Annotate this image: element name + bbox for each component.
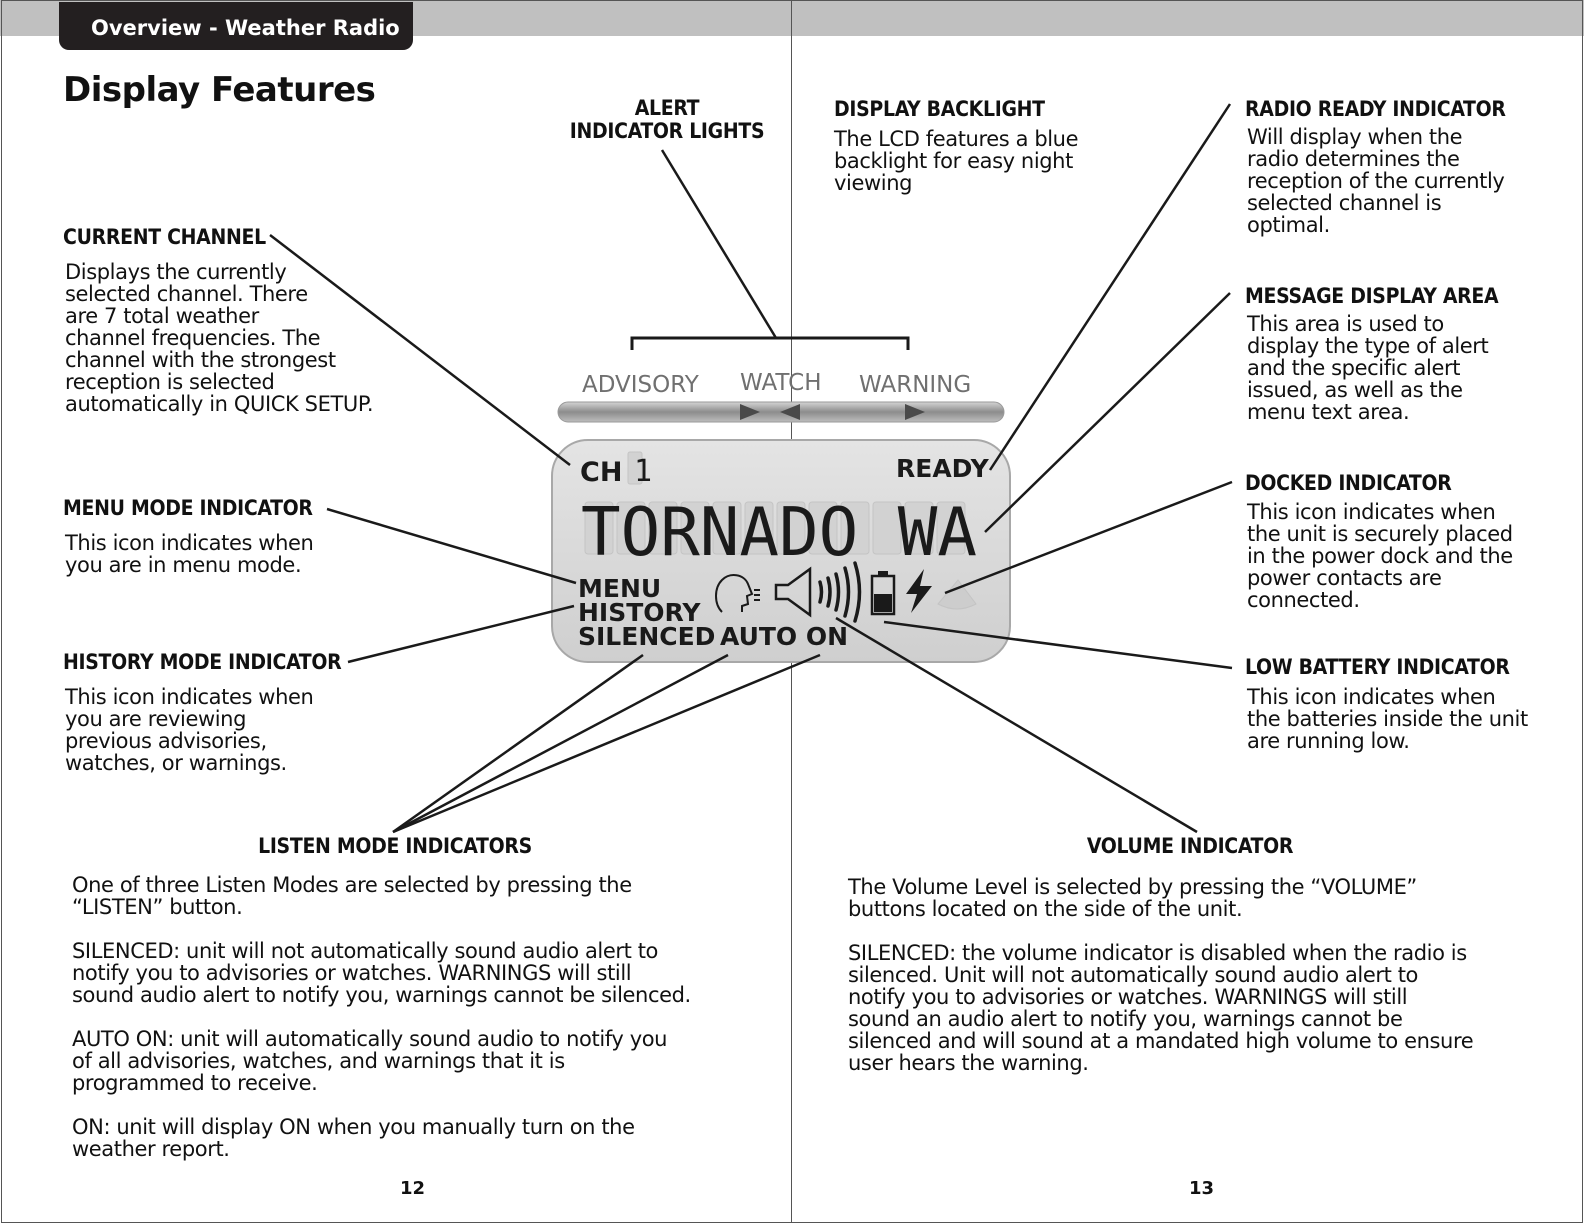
leader-lines — [269, 103, 1233, 834]
listen-mode-p3: AUTO ON: unit will automatically sound a… — [72, 1027, 668, 1095]
warning-label: WARNING — [859, 372, 971, 398]
alert-lights-bracket — [630, 336, 910, 350]
leader-radio-ready — [988, 103, 1232, 471]
low-battery-body: This icon indicates when the batteries i… — [1247, 685, 1528, 753]
leader-history-mode — [347, 604, 575, 664]
silenced-indicator: SILENCED — [578, 622, 715, 651]
history-mode-body: This icon indicates when you are reviewi… — [65, 685, 314, 775]
message-display-heading: MESSAGE DISPLAY AREA — [1245, 284, 1499, 308]
display-backlight-heading: DISPLAY BACKLIGHT — [834, 97, 1045, 121]
sound-waves-icon — [818, 561, 862, 623]
message-display-body: This area is used to display the type of… — [1247, 312, 1489, 424]
leader-message-display — [984, 292, 1231, 533]
page-title: Display Features — [63, 70, 376, 110]
docked-body: This icon indicates when the unit is sec… — [1247, 500, 1513, 612]
channel-label: CH — [580, 457, 622, 488]
alert-lights-heading: ALERT INDICATOR LIGHTS — [569, 96, 765, 143]
battery-icon — [870, 571, 896, 616]
listen-mode-heading: LISTEN MODE INDICATORS — [258, 834, 532, 858]
current-channel-body: Displays the currently selected channel.… — [65, 260, 374, 416]
right-page — [791, 0, 1583, 1223]
menu-mode-body: This icon indicates when you are in menu… — [65, 531, 314, 577]
top-bar-right — [791, 0, 1584, 36]
section-tab: Overview - Weather Radio — [59, 2, 413, 50]
leader-listen-silenced — [392, 653, 644, 834]
volume-p2: SILENCED: the volume indicator is disabl… — [848, 941, 1474, 1075]
history-indicator: HISTORY — [578, 598, 701, 627]
lamp-divider-1 — [740, 404, 760, 420]
low-battery-heading: LOW BATTERY INDICATOR — [1245, 655, 1510, 679]
radio-ready-heading: RADIO READY INDICATOR — [1245, 97, 1506, 121]
docked-heading: DOCKED INDICATOR — [1245, 471, 1452, 495]
menu-indicator: MENU — [578, 574, 661, 603]
leader-docked — [944, 480, 1233, 595]
channel-value: 1 — [634, 454, 652, 489]
lightning-bolt-icon — [906, 569, 932, 613]
history-mode-heading: HISTORY MODE INDICATOR — [63, 650, 342, 674]
leader-alert-lights — [660, 149, 778, 339]
message-area: TORNADO WA — [581, 493, 977, 571]
advisory-label: ADVISORY — [582, 372, 700, 398]
ready-indicator: READY — [896, 454, 990, 483]
listen-mode-p4: ON: unit will display ON when you manual… — [72, 1115, 635, 1161]
leader-menu-mode — [326, 507, 577, 585]
menu-mode-heading: MENU MODE INDICATOR — [63, 496, 313, 520]
dock-icon — [937, 579, 977, 610]
lamp-divider-2 — [780, 404, 800, 420]
current-channel-heading: CURRENT CHANNEL — [63, 225, 266, 249]
page-number-left: 12 — [400, 1178, 426, 1199]
volume-p1: The Volume Level is selected by pressing… — [848, 875, 1417, 921]
leader-current-channel — [269, 234, 571, 466]
page-number-right: 13 — [1189, 1178, 1215, 1199]
auto-on-indicator: AUTO ON — [720, 622, 848, 651]
leader-listen-auto — [392, 653, 729, 834]
volume-heading: VOLUME INDICATOR — [1086, 834, 1294, 858]
speaking-head-icon — [715, 574, 760, 613]
leader-low-battery — [883, 620, 1233, 670]
leader-listen-on — [392, 653, 821, 834]
watch-label: WATCH — [740, 370, 822, 396]
lamp-divider-3 — [905, 404, 925, 420]
radio-ready-body: Will display when the radio determines t… — [1247, 125, 1505, 237]
leader-volume — [835, 616, 1198, 834]
listen-mode-p1: One of three Listen Modes are selected b… — [72, 873, 632, 919]
speaker-icon — [774, 566, 812, 618]
display-backlight-body: The LCD features a blue backlight for ea… — [834, 127, 1079, 195]
listen-mode-p2: SILENCED: unit will not automatically so… — [72, 939, 691, 1007]
ghost-segments — [584, 451, 966, 555]
